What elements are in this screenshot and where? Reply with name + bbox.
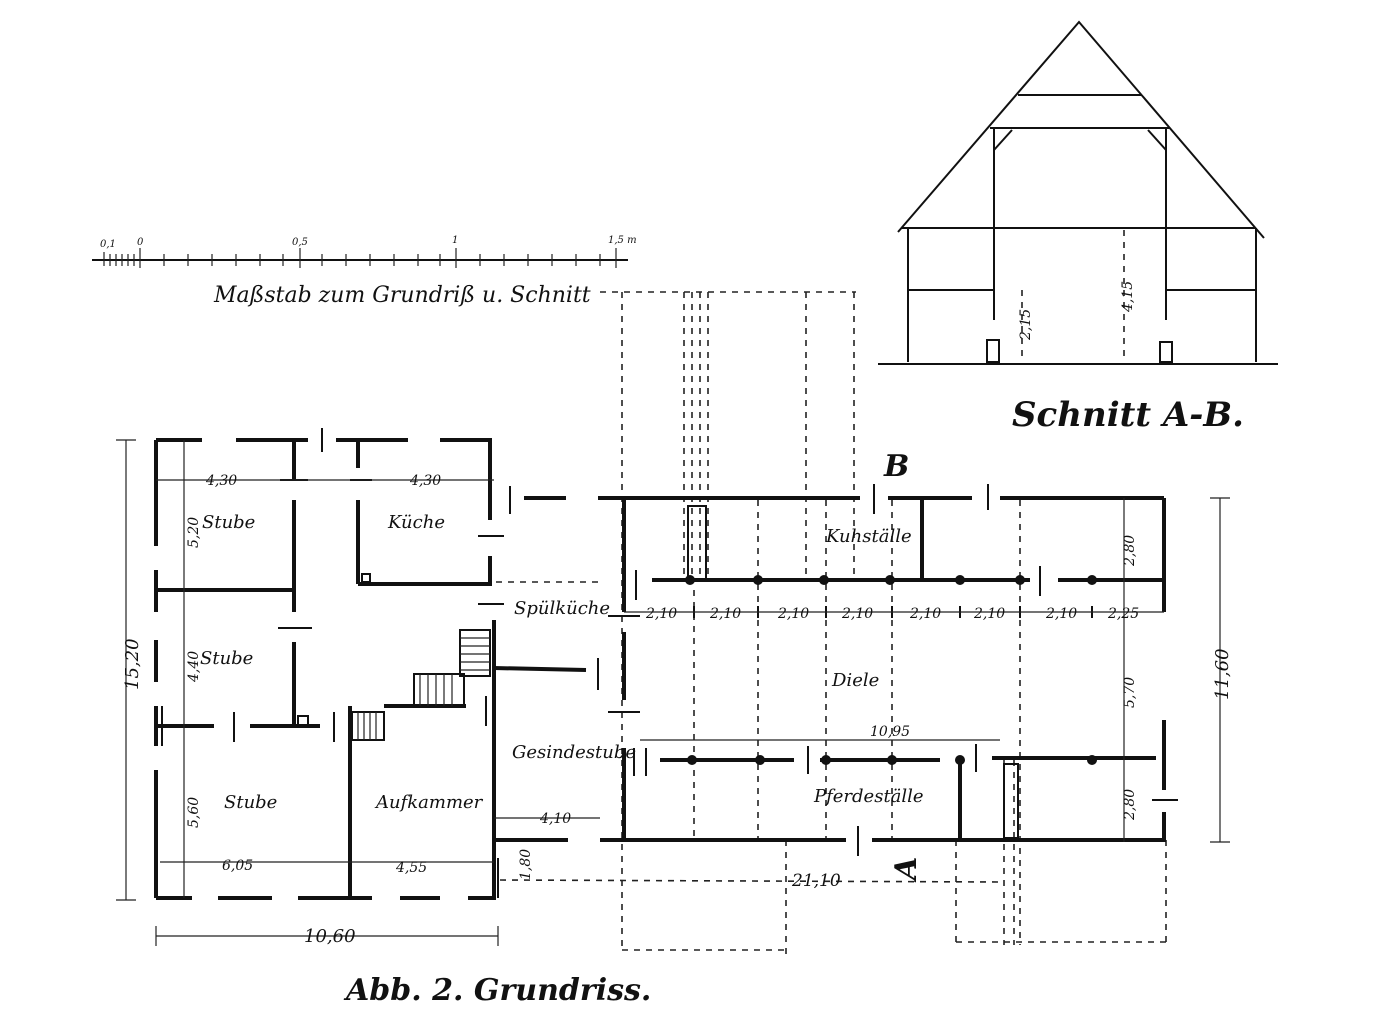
room-label-stube-bottom: Stube bbox=[224, 792, 277, 813]
scale-tick-0-1: 0,1 bbox=[100, 239, 116, 250]
dim-bay-1: 2,10 bbox=[645, 606, 677, 622]
dimension-lines bbox=[116, 439, 1230, 946]
section-marker-b: B bbox=[883, 449, 909, 484]
section-marker-a: A bbox=[889, 857, 924, 883]
dim-bay-5: 2,10 bbox=[909, 606, 941, 622]
section-drawing: 2,15 4,15 Schnitt A-B. bbox=[878, 20, 1278, 435]
scale-bar: 0,1 0 0,5 1 1,5 m Maßstab zum Grundriß u… bbox=[92, 235, 637, 308]
section-title: Schnitt A-B. bbox=[1012, 395, 1244, 435]
dim-diele-length: 10,95 bbox=[870, 724, 910, 740]
room-label-diele: Diele bbox=[831, 670, 879, 691]
scale-caption: Maßstab zum Grundriß u. Schnitt bbox=[213, 283, 591, 308]
house-walls bbox=[154, 428, 587, 900]
dim-bay-7: 2,10 bbox=[1045, 606, 1077, 622]
section-dim-215: 2,15 bbox=[1018, 309, 1034, 341]
barn-walls bbox=[509, 484, 1178, 856]
dim-aufkammer-width: 4,55 bbox=[395, 860, 427, 876]
dim-pferd-depth: 2,80 bbox=[1122, 789, 1138, 821]
projection-lines bbox=[496, 291, 1167, 955]
room-label-aufkammer: Aufkammer bbox=[374, 792, 484, 813]
dim-bay-2: 2,10 bbox=[709, 606, 741, 622]
room-label-kuhstaelle: Kuhställe bbox=[825, 526, 912, 547]
room-labels: Stube Küche Stube Stube Aufkammer Spülkü… bbox=[200, 512, 924, 813]
room-label-kueche: Küche bbox=[387, 512, 445, 533]
dim-stube-mid-height: 4,40 bbox=[186, 651, 202, 683]
dim-stube-top-height: 5,20 bbox=[186, 517, 202, 548]
room-label-pferdestaelle: Pferdeställe bbox=[813, 786, 924, 807]
dim-stube-width: 4,30 bbox=[205, 473, 237, 489]
dim-bay-4: 2,10 bbox=[841, 606, 873, 622]
scale-tick-1-5: 1,5 m bbox=[608, 235, 637, 246]
dim-barn-width: 11,60 bbox=[1212, 648, 1233, 700]
dimension-labels: 4,30 4,30 5,20 4,40 5,60 15,20 6,05 4,55… bbox=[122, 473, 1233, 947]
room-label-stube-mid: Stube bbox=[200, 648, 253, 669]
dim-kuh-depth: 2,80 bbox=[1122, 535, 1138, 567]
dim-stube-bottom-width: 6,05 bbox=[222, 858, 253, 874]
scale-tick-0-5: 0,5 bbox=[292, 237, 308, 248]
dim-bay-8: 2,25 bbox=[1107, 606, 1139, 622]
dim-diele-width: 5,70 bbox=[1122, 677, 1138, 708]
dim-gesinde-width: 4,10 bbox=[539, 811, 571, 827]
scale-tick-1: 1 bbox=[452, 235, 458, 246]
scale-tick-0: 0 bbox=[137, 237, 144, 248]
room-label-spuelkueche: Spülküche bbox=[514, 598, 610, 619]
dim-barn-length: 21,10 bbox=[791, 871, 841, 891]
plan-title: Abb. 2. Grundriss. bbox=[343, 973, 651, 1008]
dim-bay-6: 2,10 bbox=[973, 606, 1005, 622]
section-dim-415: 4,15 bbox=[1120, 281, 1136, 313]
dim-stube-bottom-height: 5,60 bbox=[186, 797, 202, 828]
room-label-gesindestube: Gesindestube bbox=[512, 742, 636, 763]
dim-kueche-width: 4,30 bbox=[409, 473, 441, 489]
dim-total-height: 15,20 bbox=[122, 638, 143, 690]
dim-gesinde-height: 1,80 bbox=[518, 849, 534, 880]
room-label-stube-top: Stube bbox=[202, 512, 255, 533]
dim-total-width: 10,60 bbox=[304, 926, 356, 947]
dim-bay-3: 2,10 bbox=[777, 606, 809, 622]
